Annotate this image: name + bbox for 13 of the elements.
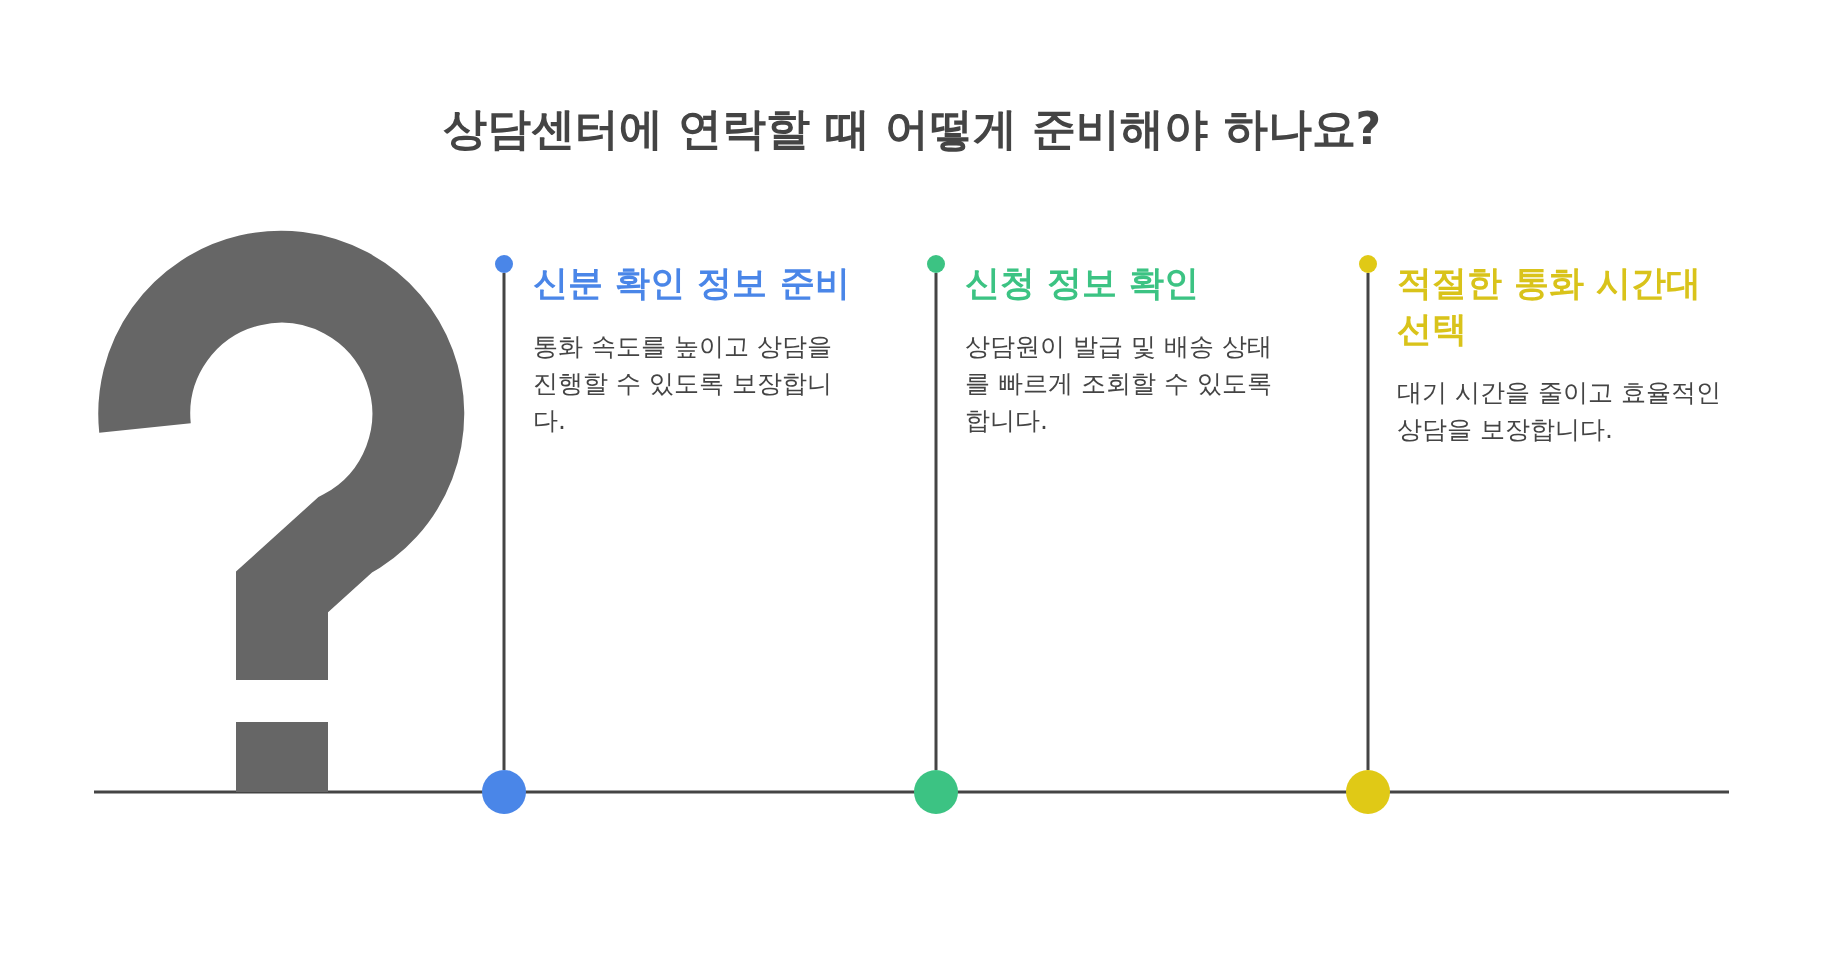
step-description: 상담원이 발급 및 배송 상태를 빠르게 조회할 수 있도록 합니다. — [965, 331, 1273, 437]
step-description: 대기 시간을 줄이고 효율적인 상담을 보장합니다. — [1397, 377, 1722, 446]
step-heading: 신청 정보 확인 — [965, 262, 1201, 305]
timeline-circle — [1346, 770, 1390, 814]
connector-line — [502, 273, 506, 770]
timeline-circle — [482, 770, 526, 814]
connector-line — [1366, 273, 1370, 770]
title: 상담센터에 연락할 때 어떻게 준비해야 하나요? — [441, 102, 1383, 156]
connector-line — [934, 273, 938, 770]
step-heading: 적절한 통화 시간대 선택 — [1397, 262, 1703, 351]
step-description: 통화 속도를 높이고 상담을 진행할 수 있도록 보장합니다. — [533, 331, 833, 437]
step-heading: 신분 확인 정보 준비 — [533, 262, 851, 305]
timeline-circle — [914, 770, 958, 814]
